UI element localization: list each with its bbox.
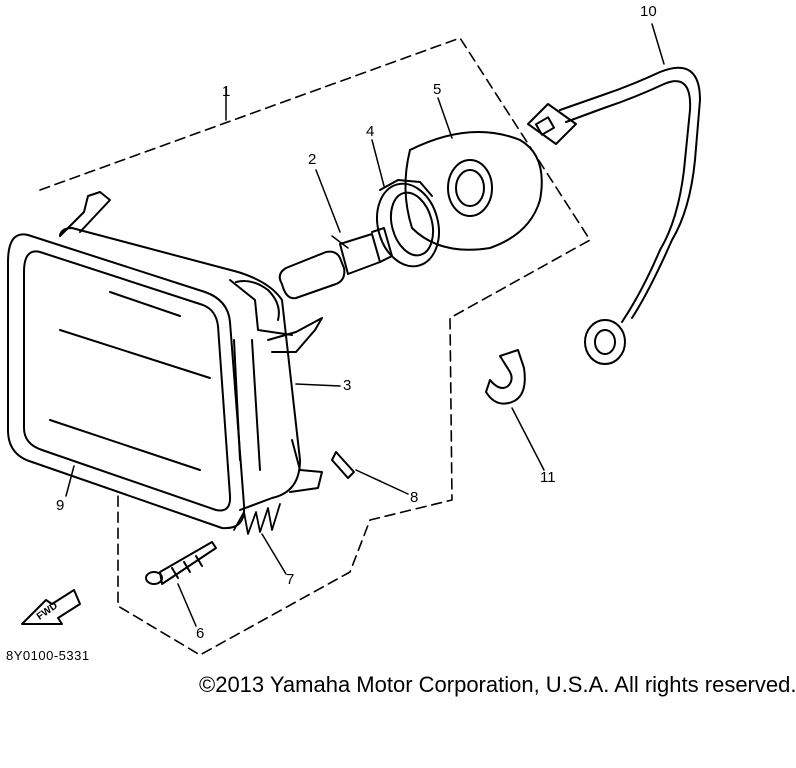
exploded-parts-diagram	[7, 23, 701, 656]
headlight-rim	[7, 233, 246, 530]
fwd-arrow	[21, 589, 81, 625]
cable-clamp	[485, 349, 545, 471]
clip	[331, 451, 409, 495]
part-label-9: 9	[56, 497, 65, 514]
leader-9	[65, 465, 75, 497]
part-label-6: 6	[196, 625, 205, 642]
document-number: 8Y0100-5331	[6, 648, 90, 663]
copyright-notice: ©2013 Yamaha Motor Corporation, U.S.A. A…	[199, 672, 796, 697]
bulb-retainer-ring	[371, 139, 440, 268]
part-label-1: 1	[222, 83, 231, 100]
part-label-8: 8	[410, 489, 419, 506]
bulb	[278, 169, 393, 300]
part-label-11: 11	[540, 469, 556, 486]
wire-harness	[527, 23, 701, 365]
adjuster-screw	[145, 541, 217, 627]
part-label-10: 10	[640, 3, 657, 20]
part-label-7: 7	[286, 571, 295, 588]
part-label-3: 3	[343, 377, 352, 394]
part-label-2: 2	[308, 151, 317, 168]
adjuster-spring	[233, 503, 287, 575]
part-label-4: 4	[366, 123, 375, 140]
rubber-boot	[404, 97, 543, 251]
part-label-5: 5	[433, 81, 442, 98]
headlight-housing	[49, 191, 341, 511]
assembly-boundary	[39, 37, 591, 656]
